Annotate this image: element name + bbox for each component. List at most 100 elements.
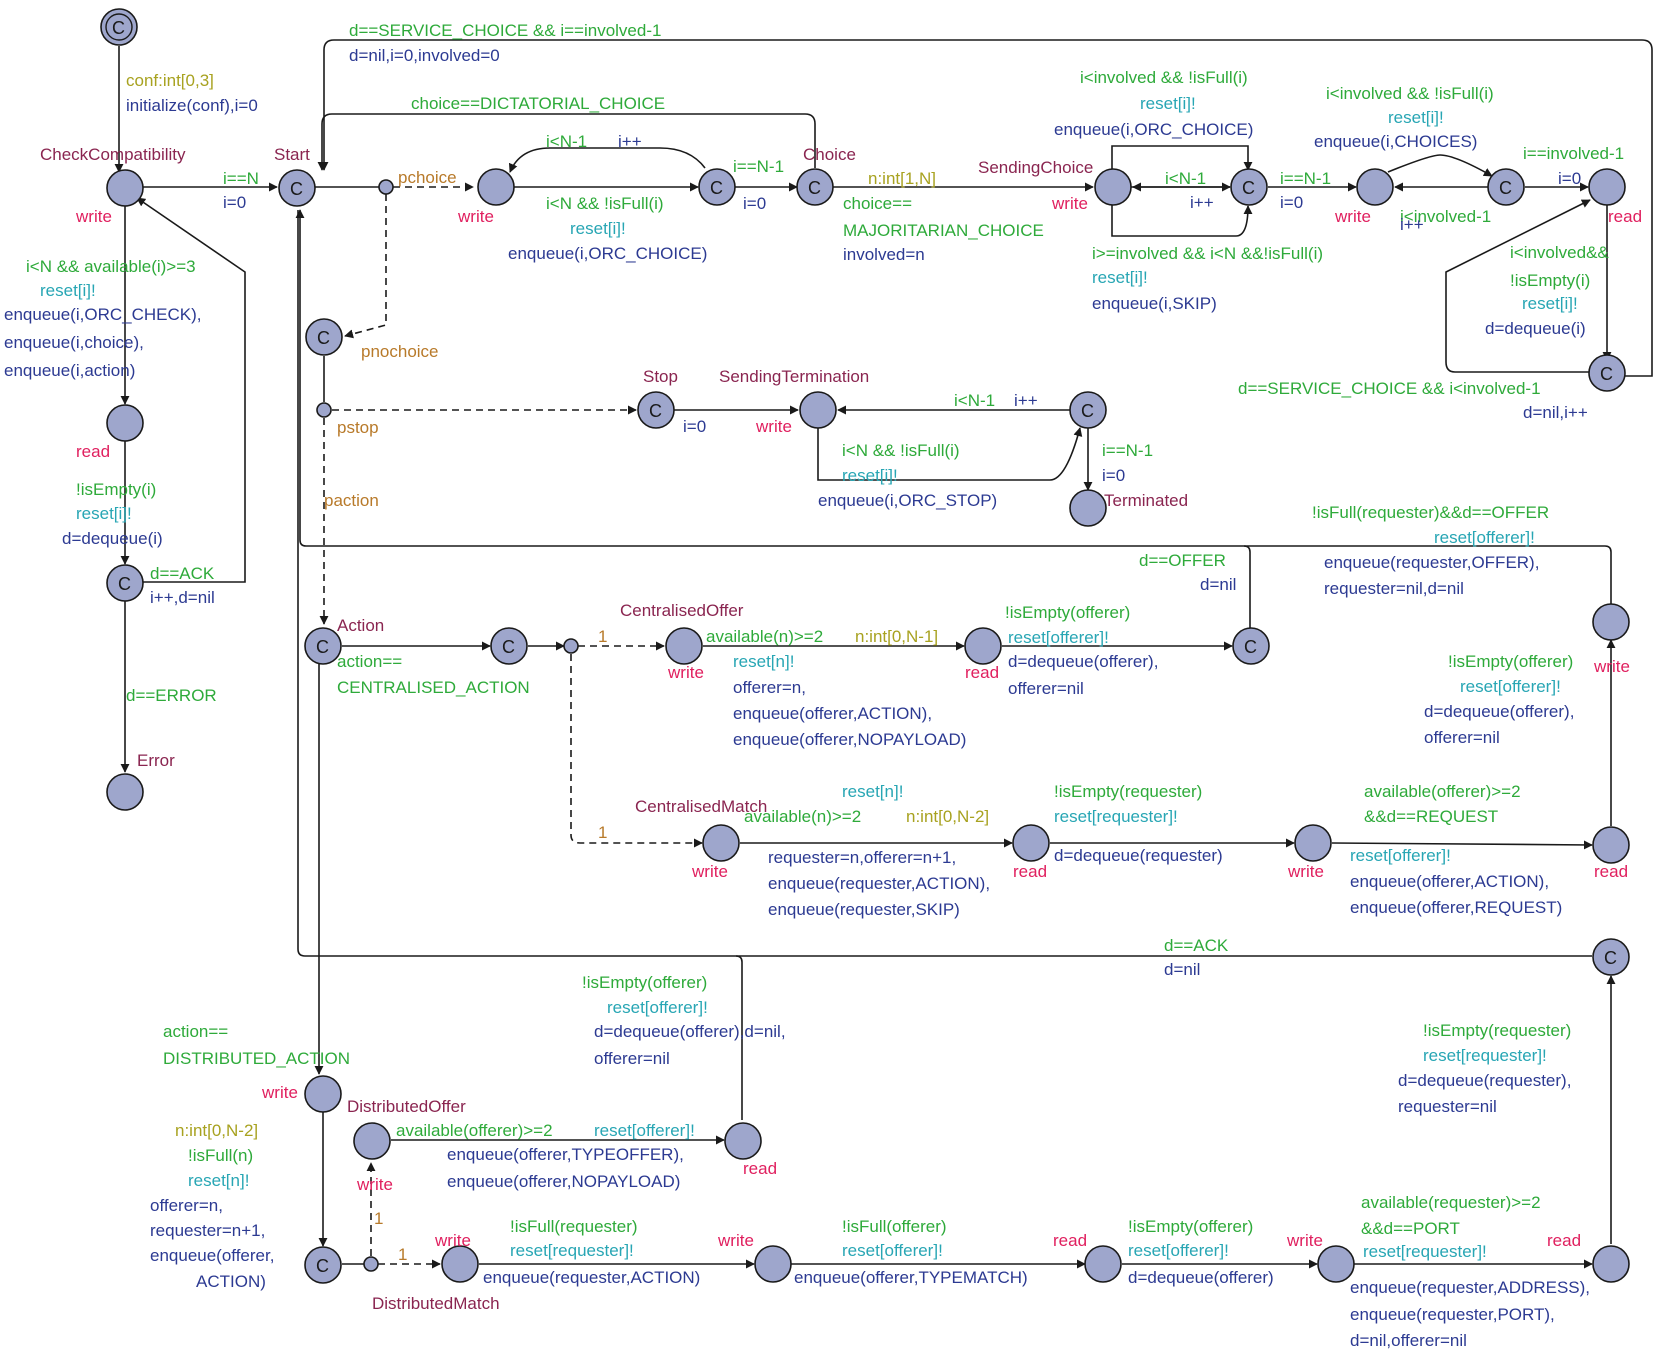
loc-sc-read[interactable] (1588, 168, 1626, 206)
edges (114, 39, 1653, 1269)
loc-choice-write[interactable] (477, 168, 515, 206)
branch-pchoice[interactable] (378, 179, 394, 195)
loc-cc-read[interactable] (106, 404, 144, 442)
loc-centralised-offer[interactable] (665, 627, 703, 665)
branch-label-pstop: pstop (337, 418, 379, 437)
label-enq-offerer: enqueue(offerer, (150, 1246, 274, 1265)
loc-pnochoice-c[interactable] (305, 318, 343, 356)
loc-dm-read2[interactable] (1592, 1245, 1630, 1283)
label-d-dequeue-i: d=dequeue(i) (62, 529, 163, 548)
label-dnil-offnil: d=nil,offerer=nil (1350, 1331, 1467, 1350)
label-reset-requester: reset[requester]! (510, 1241, 634, 1260)
committed-glyph: C (316, 637, 329, 657)
loc-ack-c[interactable] (1592, 938, 1630, 976)
kind-label: read (1594, 862, 1628, 881)
edge-do-read-return (735, 955, 743, 1120)
prob-label: 1 (598, 627, 607, 646)
label-reset-requester: reset[requester]! (1363, 1242, 1487, 1261)
loc-cm-read2[interactable] (1592, 826, 1630, 864)
label-enq-choices: enqueue(i,CHOICES) (1314, 132, 1477, 151)
loc-choice[interactable] (796, 168, 834, 206)
loc-cm-read[interactable] (1012, 824, 1050, 862)
label-requester-nil: requester=nil (1398, 1097, 1497, 1116)
committed-glyph: C (118, 574, 131, 594)
label-sc-guard-top2: i<involved && !isFull(i) (1326, 84, 1494, 103)
label-reset-i: reset[i]! (76, 504, 132, 523)
loc-distributed-write[interactable] (304, 1075, 342, 1113)
label-enq-off-nopayload: enqueue(offerer,NOPAYLOAD) (733, 730, 966, 749)
loc-co-c[interactable] (1232, 627, 1270, 665)
name-centralised-match: CentralisedMatch (635, 797, 767, 816)
loc-action[interactable] (304, 627, 342, 665)
loc-stop[interactable] (637, 391, 675, 429)
label-req-nil-d-nil: requester=nil,d=nil (1324, 579, 1464, 598)
label-d-deq-offerer2: d=dequeue(offerer) (1128, 1268, 1274, 1287)
loc-right-write[interactable] (1592, 603, 1630, 641)
loc-cm-write[interactable] (1294, 824, 1332, 862)
name-sending-termination: SendingTermination (719, 367, 869, 386)
loc-action-c[interactable] (490, 627, 528, 665)
branch-pstop[interactable] (316, 402, 332, 418)
label-n-select-0-n1: n:int[0,N-1] (855, 627, 938, 646)
loc-terminated[interactable] (1069, 489, 1107, 527)
branch-action[interactable] (563, 638, 579, 654)
loc-sending-termination[interactable] (799, 391, 837, 429)
committed-glyph: C (317, 328, 330, 348)
label-dictatorial: choice==DICTATORIAL_CHOICE (411, 94, 665, 113)
label-not-empty-requester: !isEmpty(requester) (1423, 1021, 1571, 1040)
loc-dm-write2[interactable] (1317, 1245, 1355, 1283)
loc-dist-c[interactable] (304, 1246, 342, 1284)
loc-choice-c1[interactable] (698, 168, 736, 206)
name-start: Start (274, 145, 310, 164)
label-i-lt-n1: i<N-1 (546, 132, 587, 151)
committed-glyph: C (710, 178, 723, 198)
label-i-zero: i=0 (223, 193, 246, 212)
label-not-empty-requester: !isEmpty(requester) (1054, 782, 1202, 801)
name-distributed-match: DistributedMatch (372, 1294, 500, 1313)
loc-distributed-offer[interactable] (353, 1122, 391, 1160)
loc-centralised-match[interactable] (702, 824, 740, 862)
label-centralised-action-a: action== (337, 652, 402, 671)
loc-sc-write[interactable] (1356, 168, 1394, 206)
name-sending-choice: SendingChoice (978, 158, 1093, 177)
label-conf-select: conf:int[0,3] (126, 71, 214, 90)
loc-cc-committed[interactable] (106, 564, 144, 602)
label-enq-off-typematch: enqueue(offerer,TYPEMATCH) (794, 1268, 1028, 1287)
label-reset-i: reset[i]! (842, 466, 898, 485)
label-dnil-i0-inv0: d=nil,i=0,involved=0 (349, 46, 500, 65)
loc-distributed-match[interactable] (441, 1245, 479, 1283)
label-i-lt-n1: i<N-1 (1165, 169, 1206, 188)
label-reset-offerer: reset[offerer]! (842, 1241, 943, 1260)
label-avail-off-2b: available(offerer)>=2 (396, 1121, 553, 1140)
label-enq-off-nopayload2: enqueue(offerer,NOPAYLOAD) (447, 1172, 680, 1191)
label-i-lt-n1: i<N-1 (954, 391, 995, 410)
loc-dm-read[interactable] (1084, 1245, 1122, 1283)
label-reset-offerer: reset[offerer]! (1128, 1241, 1229, 1260)
kind-label: write (717, 1231, 754, 1250)
label-svc-choice-lt: d==SERVICE_CHOICE && i<involved-1 (1238, 379, 1541, 398)
label-d-nil: d=nil (1164, 960, 1200, 979)
label-enq-req-action: enqueue(requester,ACTION), (768, 874, 990, 893)
label-not-empty-offerer: !isEmpty(offerer) (582, 973, 707, 992)
branch-distributed[interactable] (363, 1256, 379, 1272)
label-reset-i: reset[i]! (1140, 94, 1196, 113)
loc-sc-c3[interactable] (1588, 354, 1626, 392)
label-n-select-1n: n:int[1,N] (868, 169, 936, 188)
loc-co-read[interactable] (964, 627, 1002, 665)
loc-st-c[interactable] (1069, 391, 1107, 429)
label-centralised-action-b: CENTRALISED_ACTION (337, 678, 530, 697)
kind-label: read (1053, 1231, 1087, 1250)
loc-dm-write[interactable] (754, 1245, 792, 1283)
loc-start[interactable] (278, 169, 316, 207)
loc-sending-choice[interactable] (1094, 168, 1132, 206)
loc-sc-c2[interactable] (1487, 168, 1525, 206)
loc-error[interactable] (106, 773, 144, 811)
label-d-deq-offerer: d=dequeue(offerer), (1424, 702, 1574, 721)
loc-do-read[interactable] (724, 1122, 762, 1160)
loc-sc-c[interactable] (1230, 168, 1268, 206)
label-reset-requester: reset[requester]! (1423, 1046, 1547, 1065)
label-i-eq-n1: i==N-1 (1102, 441, 1153, 460)
loc-check-compatibility[interactable] (106, 169, 144, 207)
name-centralised-offer: CentralisedOffer (620, 601, 744, 620)
